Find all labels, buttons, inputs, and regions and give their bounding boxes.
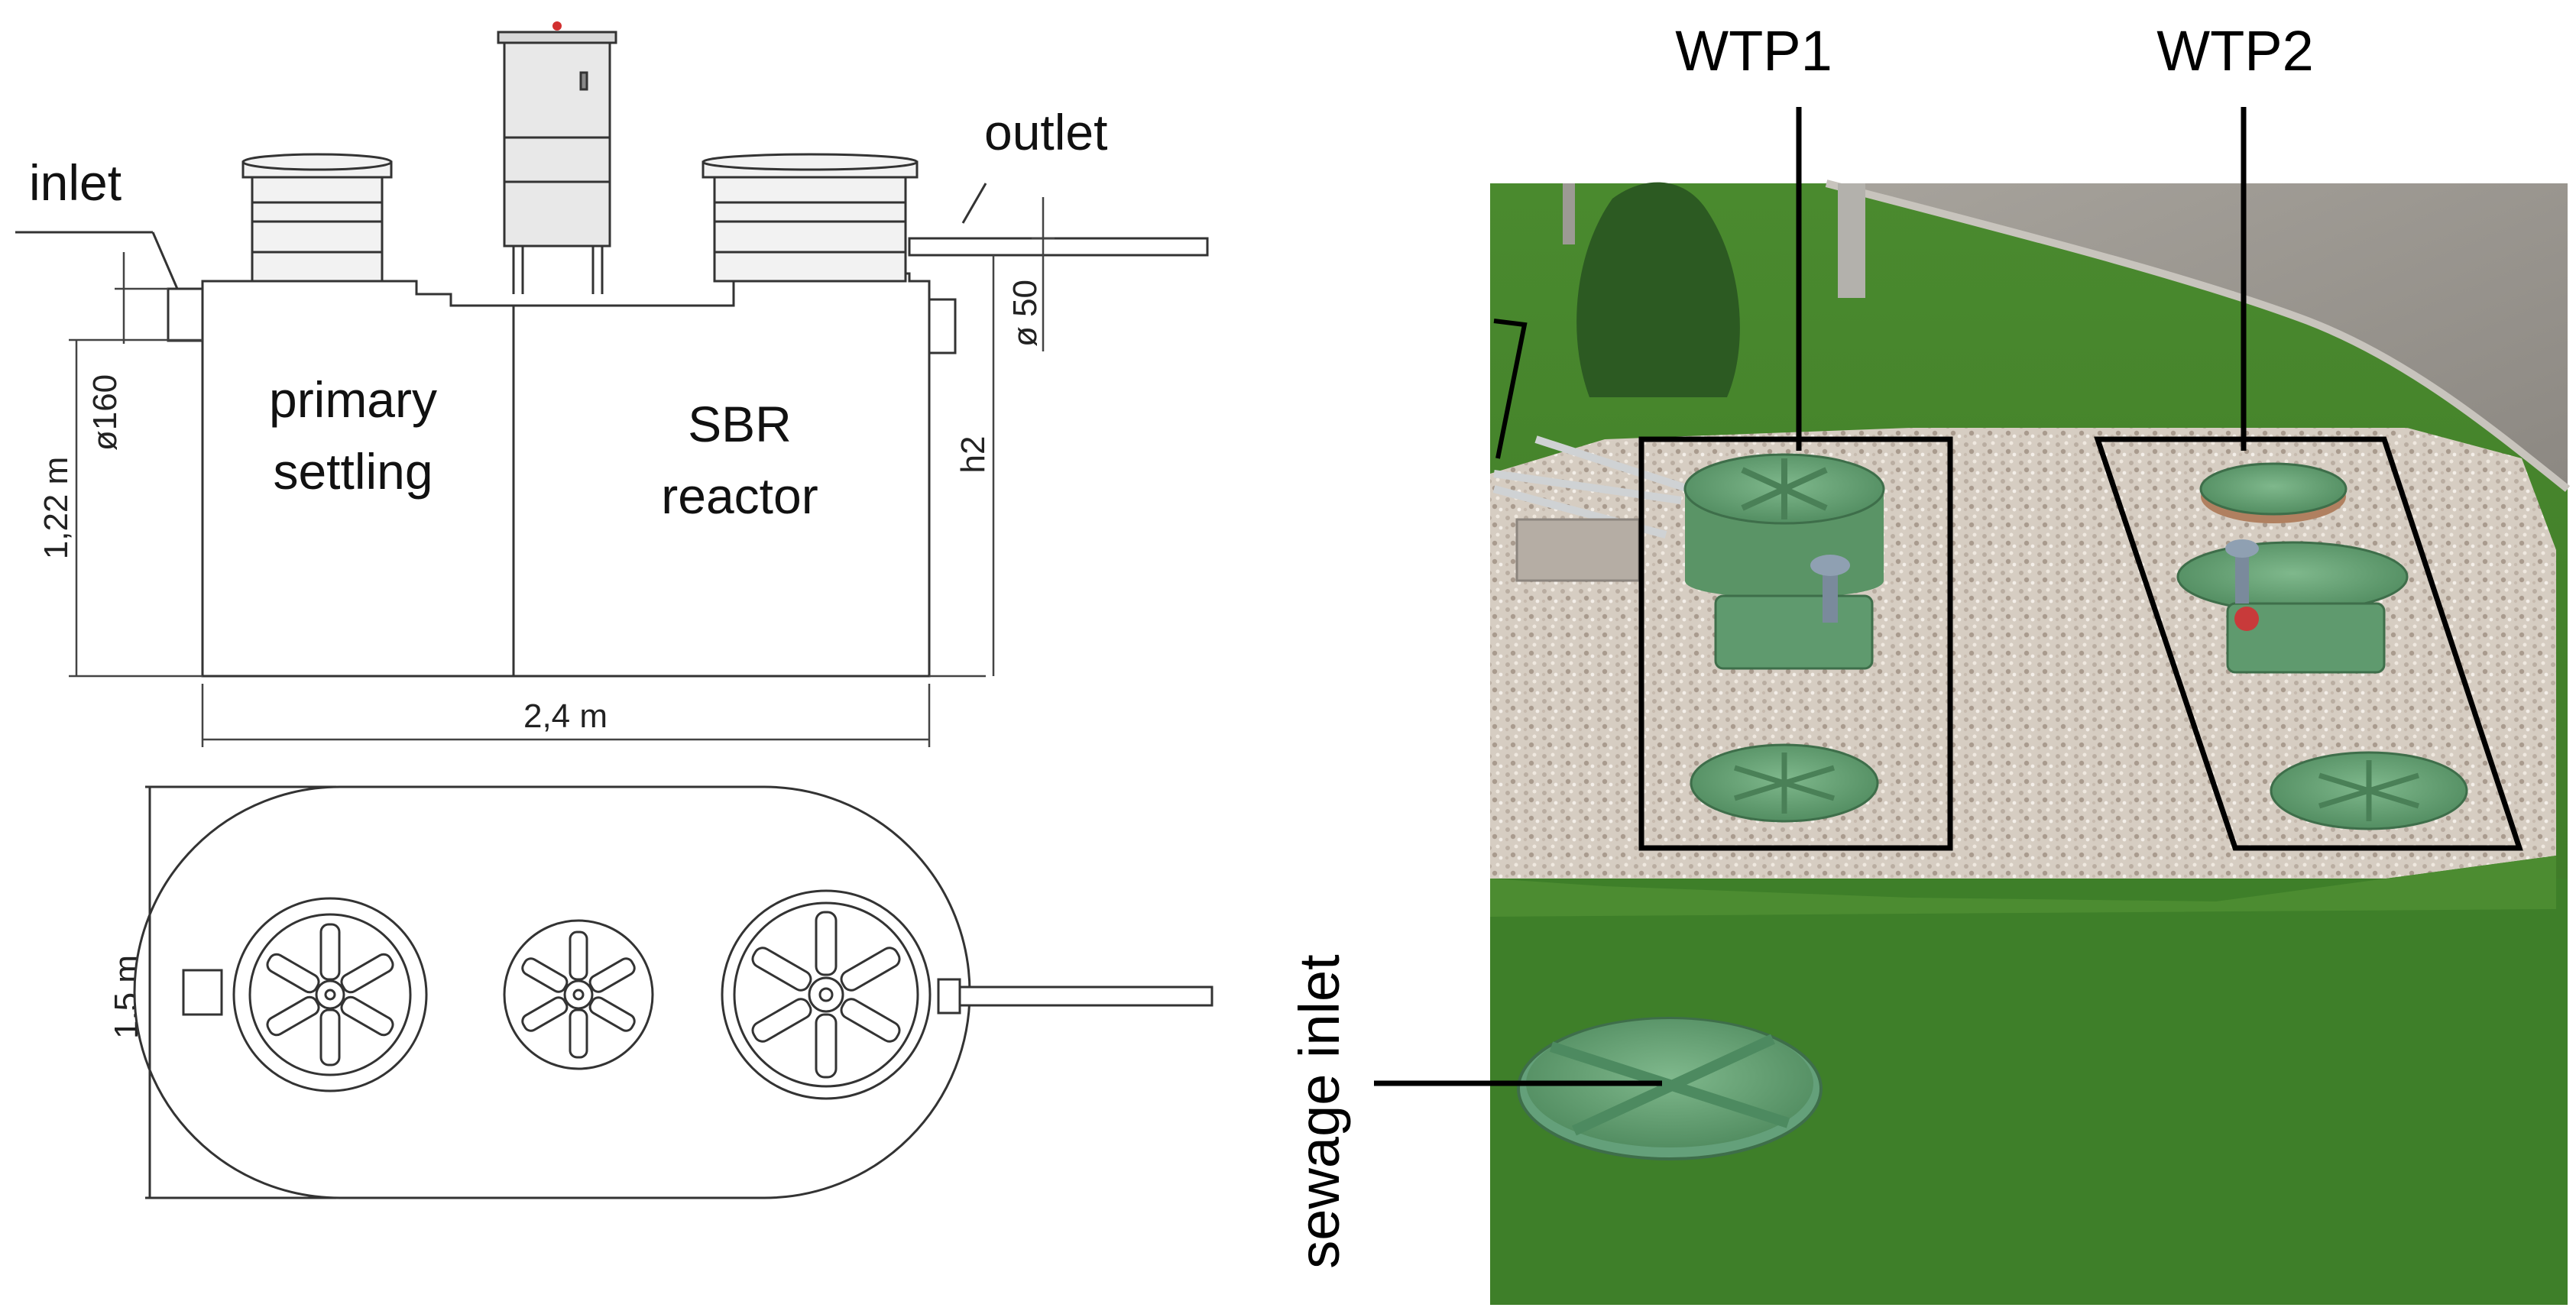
plan-inlet <box>182 969 223 1016</box>
inlet-diameter-dimension: ø160 <box>86 374 124 451</box>
plan-lid-2 <box>503 919 654 1070</box>
sbr-label-line1: SBR <box>688 396 792 452</box>
pole <box>1838 183 1865 298</box>
primary-riser <box>241 153 393 283</box>
photo-labels: WTP1 WTP2 sewage inlet <box>1288 19 2314 1269</box>
sewage-inlet-label: sewage inlet <box>1288 954 1351 1269</box>
wtp1-units <box>1683 453 1885 823</box>
wtp2-label: WTP2 <box>2156 19 2314 83</box>
outlet-pipe <box>908 237 1209 257</box>
technical-drawing: inlet outlet primary settling SBR reacto… <box>15 21 1213 1199</box>
control-cabinet <box>497 21 617 294</box>
inlet-label: inlet <box>29 154 122 211</box>
sewage-inlet-lid <box>1517 1017 1823 1160</box>
primary-settling-label-line2: settling <box>273 443 433 500</box>
shrub <box>1576 182 1740 398</box>
tank-plan-view <box>133 785 1213 1199</box>
inlet-pipe <box>167 287 204 342</box>
width-dimension: 2,4 m <box>523 697 608 735</box>
plan-outlet-pipe <box>958 986 1213 1007</box>
paving-stone <box>1515 518 1641 582</box>
wtp2-box <box>2094 436 2523 851</box>
sbr-riser <box>702 153 919 283</box>
h2-dimension: h2 <box>954 436 992 474</box>
wtp2-units <box>2176 462 2468 830</box>
pipes <box>15 183 1209 354</box>
sbr-label-line2: reactor <box>661 468 818 524</box>
height-dimension: 1,22 m <box>37 457 75 560</box>
wtp1-box <box>1638 436 1953 851</box>
outlet-diameter-dimension: ø 50 <box>1006 280 1044 347</box>
plan-lid-3 <box>721 889 932 1100</box>
plan-lid-1 <box>232 897 428 1092</box>
primary-settling-label-line1: primary <box>269 371 437 428</box>
outlet-label: outlet <box>984 104 1107 160</box>
wtp1-label: WTP1 <box>1675 19 1832 83</box>
site-photo <box>1374 107 2571 1305</box>
outlet-stub <box>928 298 957 354</box>
road <box>1826 183 2568 489</box>
dimension-lines <box>69 197 1055 747</box>
